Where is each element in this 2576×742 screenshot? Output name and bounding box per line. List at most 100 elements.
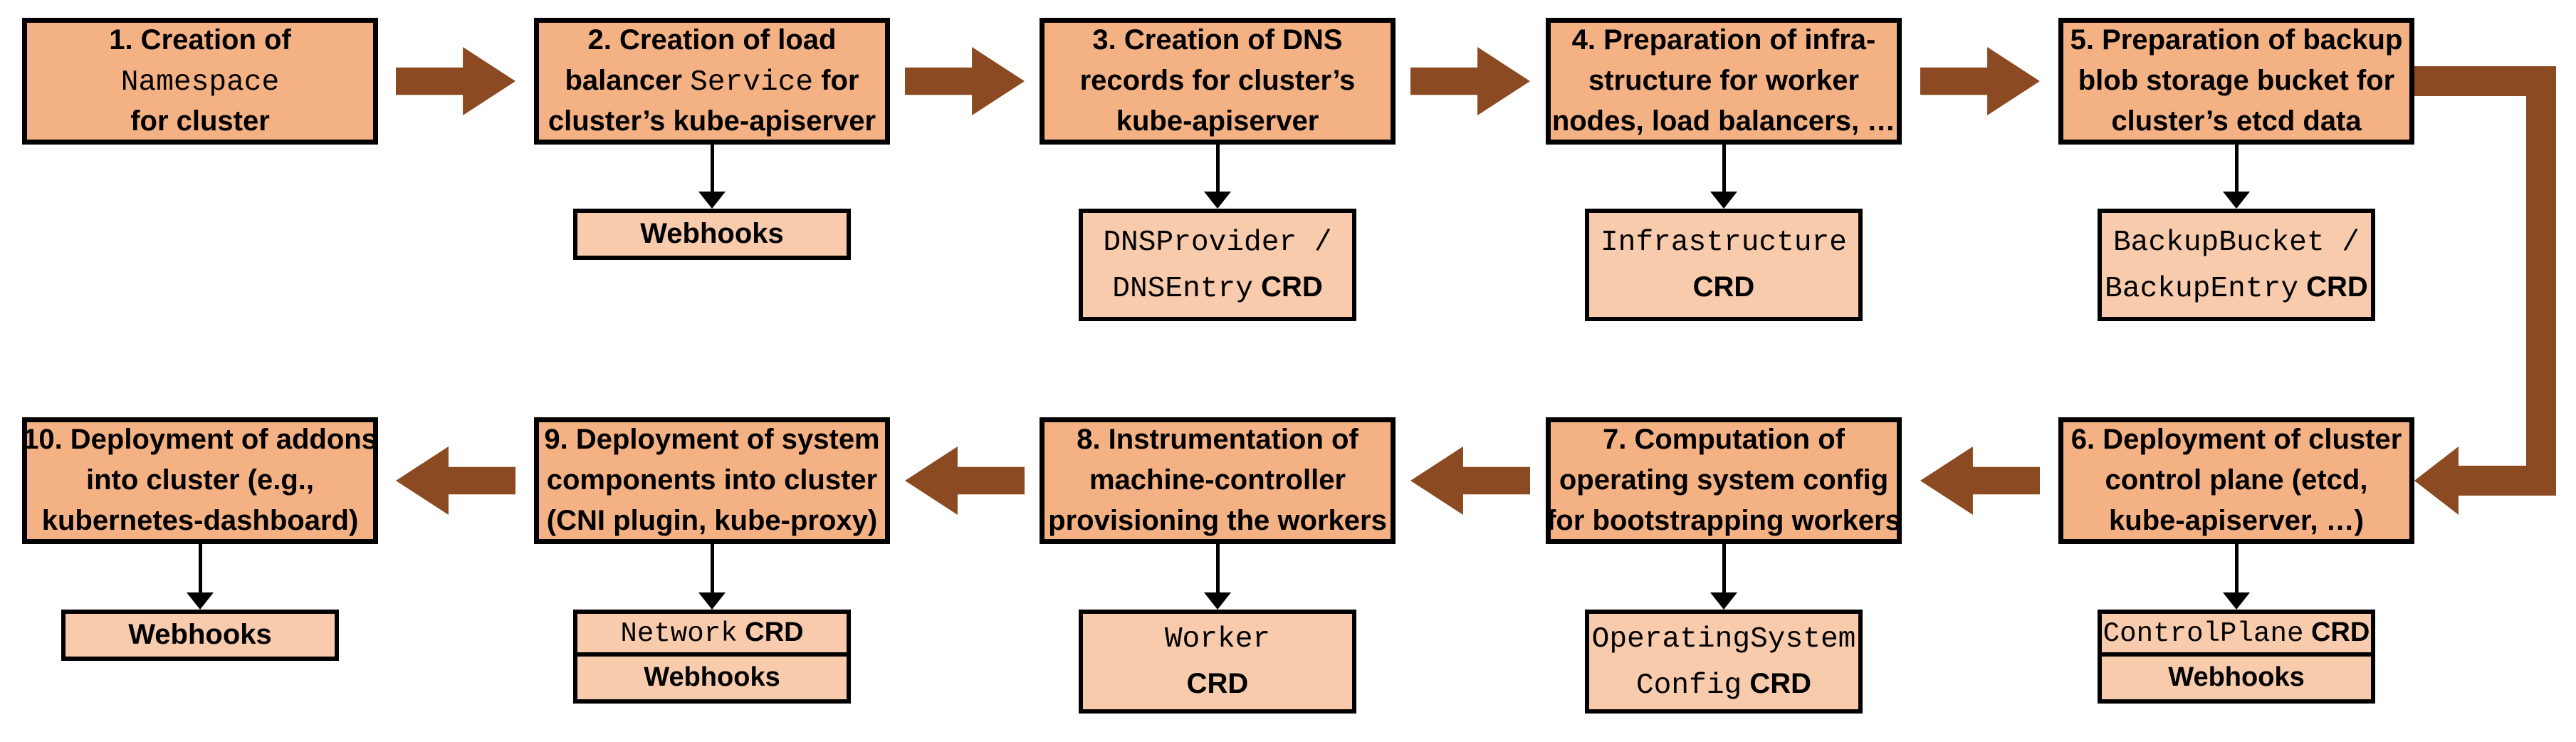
step-9-line-3: (CNI plugin, kube-proxy) xyxy=(547,501,877,542)
arrow-stem xyxy=(2234,145,2239,192)
crd-arrow-step-10 xyxy=(184,544,216,610)
step-2-webhooks-box: Webhooks xyxy=(573,209,851,260)
step-7-line-1: 7. Computation of xyxy=(1603,420,1845,461)
code-segment: Worker xyxy=(1164,623,1271,656)
flow-arrow-5-6-bottom-segment xyxy=(2456,466,2556,496)
step-8-crd-box: Worker CRD xyxy=(1079,610,1356,714)
crd-arrow-step-5 xyxy=(2221,145,2252,209)
text-segment: 6. Deployment of cluster xyxy=(2070,423,2402,455)
text-segment: kubernetes-dashboard) xyxy=(41,504,359,536)
text-segment: machine-controller xyxy=(1089,464,1346,496)
text-segment: provisioning the workers xyxy=(1048,504,1387,536)
text-segment: CRD xyxy=(1186,668,1249,699)
step-10-webhooks-box: Webhooks xyxy=(61,610,339,661)
arrow-stem xyxy=(710,145,714,192)
flow-arrow-7-8-icon xyxy=(1410,446,1530,515)
arrow-head-icon xyxy=(698,592,726,610)
code-segment: OperatingSystem xyxy=(1591,623,1856,656)
arrow-stem xyxy=(1722,145,1726,192)
text-segment: 7. Computation of xyxy=(1603,423,1845,455)
flow-arrow-6-7-icon xyxy=(1920,446,2040,515)
step-7-line-2: operating system config xyxy=(1559,461,1888,501)
text-segment: Webhooks xyxy=(128,618,272,650)
arrow-stem xyxy=(710,544,714,592)
step-6-crd-box: ControlPlane CRD xyxy=(2098,610,2375,657)
step-6-line-3: kube-apiserver, …) xyxy=(2109,501,2364,542)
step-10-line-3: kubernetes-dashboard) xyxy=(42,501,359,542)
flow-arrow-5-6-vertical-segment xyxy=(2526,66,2556,496)
sub-line: BackupBucket / xyxy=(2113,219,2360,265)
arrow-head-icon xyxy=(187,592,214,610)
text-segment: components into cluster xyxy=(546,464,878,496)
step-10-box: 10. Deployment of addons into cluster (e… xyxy=(22,417,378,544)
arrow-head-icon xyxy=(2223,592,2250,610)
step-1-line-2: Namespace xyxy=(121,61,279,102)
code-segment: BackupBucket / xyxy=(2112,226,2360,259)
text-segment: structure for worker xyxy=(1588,64,1860,96)
sub-line: OperatingSystem xyxy=(1592,615,1856,662)
text-segment: blob storage bucket for xyxy=(2078,64,2395,96)
sub-line: BackupEntry CRD xyxy=(2105,265,2368,311)
step-9-line-2: components into cluster xyxy=(547,461,878,501)
sub-line: CRD xyxy=(1187,662,1249,708)
step-5-line-1: 5. Preparation of backup xyxy=(2070,21,2403,61)
text-segment: 1. Creation of xyxy=(109,23,291,56)
step-2-line-3: cluster’s kube-apiserver xyxy=(548,102,876,142)
text-segment: 5. Preparation of backup xyxy=(2070,23,2403,56)
text-segment: CRD xyxy=(2298,271,2368,303)
code-segment: Service xyxy=(690,66,814,99)
step-2-box: 2. Creation of load balancer Service for… xyxy=(534,18,890,145)
step-9-crd-box: Network CRD xyxy=(573,610,851,657)
step-3-line-3: kube-apiserver xyxy=(1116,102,1319,142)
sub-line: ControlPlane CRD xyxy=(2103,610,2370,656)
crd-arrow-step-7 xyxy=(1708,544,1739,610)
flow-arrow-9-10-icon xyxy=(396,446,515,515)
text-segment: kube-apiserver, …) xyxy=(2109,504,2364,536)
arrow-head-icon xyxy=(698,192,726,209)
step-3-crd-box: DNSProvider / DNSEntry CRD xyxy=(1079,209,1356,321)
sub-line: Webhooks xyxy=(644,655,780,701)
code-segment: ControlPlane xyxy=(2103,617,2304,649)
sub-line: Config CRD xyxy=(1636,662,1811,708)
step-3-line-2: records for cluster’s xyxy=(1080,61,1356,102)
text-segment: 8. Instrumentation of xyxy=(1077,423,1358,455)
step-3-box: 3. Creation of DNS records for cluster’s… xyxy=(1040,18,1396,145)
step-5-line-2: blob storage bucket for xyxy=(2078,61,2395,102)
step-8-line-3: provisioning the workers xyxy=(1048,501,1387,542)
sub-line: Worker xyxy=(1165,615,1270,662)
text-segment: for cluster xyxy=(130,105,270,137)
text-segment: CRD xyxy=(1692,271,1755,303)
sub-line: Webhooks xyxy=(640,211,784,258)
step-1-line-1: 1. Creation of xyxy=(109,21,291,61)
text-segment: control plane (etcd, xyxy=(2105,464,2368,496)
step-6-line-2: control plane (etcd, xyxy=(2105,461,2368,501)
step-4-line-3: nodes, load balancers, … xyxy=(1552,102,1895,142)
step-7-crd-box: OperatingSystem Config CRD xyxy=(1585,610,1863,714)
step-6-box: 6. Deployment of cluster control plane (… xyxy=(2058,417,2414,544)
text-segment: 4. Preparation of infra- xyxy=(1571,23,1876,56)
step-4-line-1: 4. Preparation of infra- xyxy=(1572,21,1876,61)
crd-arrow-step-2 xyxy=(696,145,728,209)
flow-arrow-1-2-icon xyxy=(396,47,515,115)
text-segment: for xyxy=(813,64,859,96)
flow-arrow-4-5-icon xyxy=(1920,47,2040,115)
text-segment: records for cluster’s xyxy=(1079,64,1356,96)
step-2-line-2: balancer Service for xyxy=(565,61,859,102)
code-segment: Network xyxy=(620,617,738,649)
crd-arrow-step-6 xyxy=(2221,544,2252,610)
arrow-head-icon xyxy=(1204,192,1231,209)
step-7-line-3: for bootstrapping workers xyxy=(1546,501,1901,542)
text-segment: 2. Creation of load xyxy=(587,23,837,56)
step-6-webhooks-box: Webhooks xyxy=(2098,652,2375,704)
step-4-line-2: structure for worker xyxy=(1588,61,1859,102)
step-9-webhooks-box: Webhooks xyxy=(573,652,851,704)
sub-line: DNSProvider / xyxy=(1103,219,1331,265)
sub-line: Infrastructure xyxy=(1601,219,1847,265)
arrow-head-icon xyxy=(1710,192,1737,209)
crd-arrow-step-9 xyxy=(696,544,728,610)
sub-line: Network CRD xyxy=(620,610,803,656)
crd-arrow-step-3 xyxy=(1202,145,1233,209)
flow-arrow-8-9-icon xyxy=(905,446,1025,515)
step-7-box: 7. Computation of operating system confi… xyxy=(1546,417,1902,544)
